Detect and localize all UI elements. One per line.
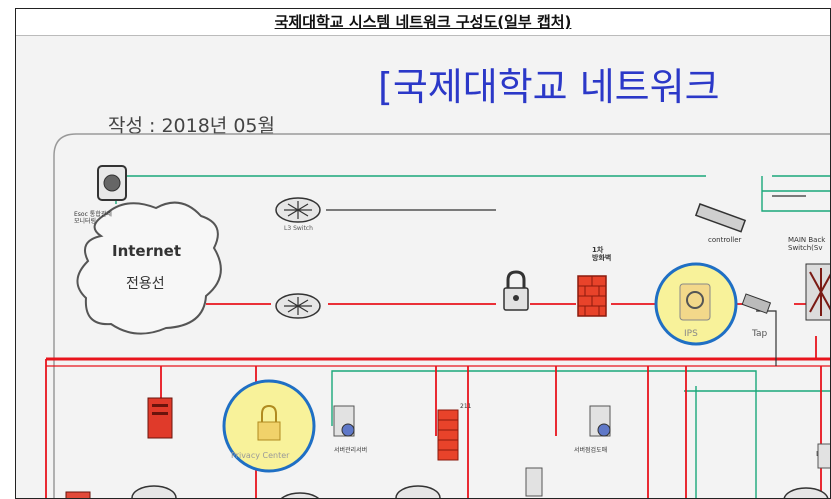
monitor-icon	[97, 165, 127, 201]
ips-highlight: IPS	[654, 262, 738, 346]
server-icon	[147, 397, 173, 439]
switch-icon	[275, 293, 321, 319]
main-switch-icon	[805, 263, 830, 321]
switch-label: L3 Switch	[284, 225, 313, 232]
tap-label: Tap	[751, 329, 768, 339]
diagram-canvas: [국제대학교 네트워크 작성 : 2018년 05월	[16, 35, 830, 498]
firewall-icon	[437, 409, 459, 461]
caption-bar: 국제대학교 시스템 네트워크 구성도(일부 캡처)	[16, 9, 830, 35]
switch-icon	[131, 485, 177, 498]
cloud-label-line: 전용선	[126, 276, 165, 292]
internet-cloud: Internet 전용선	[76, 201, 222, 335]
switch-icon	[783, 487, 829, 498]
switch-icon	[275, 197, 321, 223]
fw2-label: 211	[460, 403, 472, 410]
date-text: 작성 : 2018년 05월	[108, 115, 275, 137]
firewall-icon	[577, 275, 607, 317]
screenshot-frame: 국제대학교 시스템 네트워크 구성도(일부 캡처) [국제대학교 네트워크 작성…	[15, 8, 831, 499]
ips-label: IPS	[684, 329, 698, 339]
cloud-label-internet: Internet	[112, 242, 181, 260]
caption-title: 국제대학교 시스템 네트워크 구성도(일부 캡처)	[274, 13, 572, 31]
server-icon	[65, 491, 91, 498]
server-mgmt-label: 서버관리서버	[334, 446, 367, 454]
controller-label: controller	[708, 236, 742, 244]
privacy-center-highlight: Privacy Center	[222, 379, 316, 473]
switch-icon	[395, 485, 441, 498]
region-border	[53, 133, 830, 498]
server-icon	[589, 405, 611, 437]
server-icon	[333, 405, 355, 437]
switch-icon	[280, 492, 320, 498]
tap-icon	[741, 293, 772, 314]
controller-icon	[694, 203, 747, 233]
diagram-title: [국제대학교 네트워크	[378, 65, 720, 109]
server-icon	[817, 443, 830, 469]
privacy-center-label: Privacy Center	[231, 451, 290, 460]
server-check-label: 서버점검도매	[574, 446, 607, 454]
lock-device-icon	[503, 270, 529, 311]
server-icon	[525, 467, 543, 497]
